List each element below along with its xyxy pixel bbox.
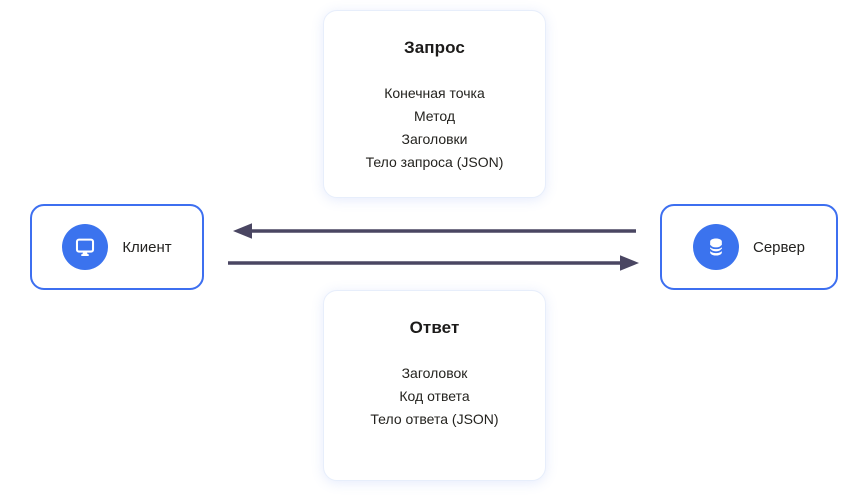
server-node: Сервер xyxy=(660,204,838,290)
response-item-code: Код ответа xyxy=(399,388,470,404)
response-item-header: Заголовок xyxy=(401,365,468,381)
request-item-endpoint: Конечная точка xyxy=(384,85,485,101)
request-card-title: Запрос xyxy=(404,38,465,57)
request-card: Запрос Конечная точка Метод Заголовки Те… xyxy=(323,10,546,198)
client-node-label: Клиент xyxy=(122,238,172,256)
response-card: Ответ Заголовок Код ответа Тело ответа (… xyxy=(323,290,546,481)
monitor-icon xyxy=(62,224,109,270)
response-card-title: Ответ xyxy=(409,318,460,337)
request-card-items: Конечная точка Метод Заголовки Тело запр… xyxy=(324,82,545,174)
arrow-server-to-client xyxy=(233,223,636,239)
request-item-headers: Заголовки xyxy=(401,131,468,147)
request-item-method: Метод xyxy=(413,108,456,124)
client-node: Клиент xyxy=(30,204,204,290)
database-icon xyxy=(692,224,739,270)
response-item-body: Тело ответа (JSON) xyxy=(370,411,499,427)
response-card-items: Заголовок Код ответа Тело ответа (JSON) xyxy=(324,362,545,431)
arrow-client-to-server xyxy=(228,255,639,271)
server-node-label: Сервер xyxy=(752,238,805,256)
request-item-body: Тело запроса (JSON) xyxy=(365,154,504,170)
